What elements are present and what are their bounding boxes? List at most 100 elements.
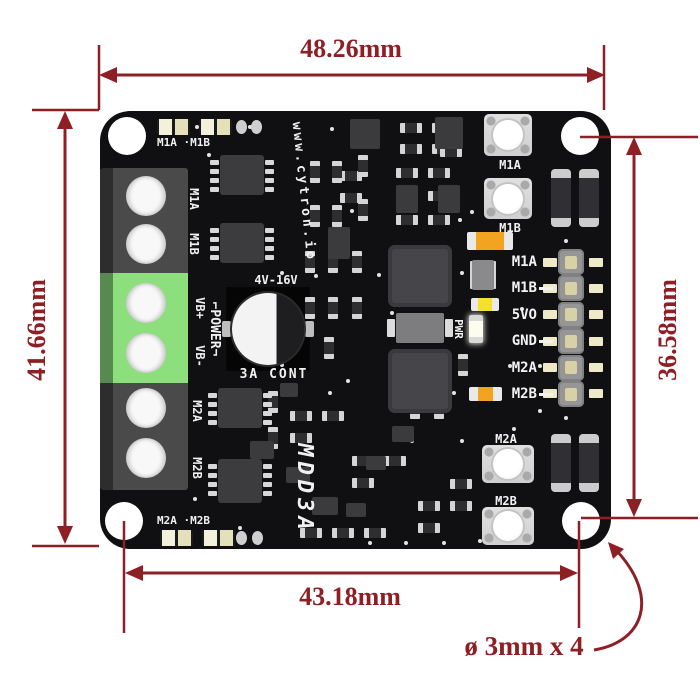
smd-chip — [250, 441, 274, 459]
smd-chip — [435, 117, 463, 149]
dim-hole-spacing-horizontal: 43.18mm — [299, 582, 401, 611]
smd-resistor — [358, 199, 368, 221]
smd-resistor — [332, 161, 342, 183]
smd-resistor — [268, 427, 278, 449]
smd-resistor — [340, 193, 362, 203]
qfn-pad — [208, 473, 217, 478]
qfn-pad — [265, 228, 274, 233]
header-pin-5vo — [558, 301, 584, 328]
via-pad — [248, 125, 252, 129]
silk-button-m1a: M1A — [499, 158, 521, 172]
test-button-m2b — [482, 507, 534, 545]
qfn-pad — [265, 169, 274, 174]
button-cap — [493, 449, 523, 479]
qfn-pad — [210, 246, 219, 251]
solder-pad — [236, 120, 247, 134]
silk-model-name: MDD3A — [292, 443, 317, 535]
silk-m2b-terminal: M2B — [190, 457, 204, 479]
transistor — [551, 169, 571, 227]
silk-website: www.cytron.io — [288, 121, 319, 263]
via-pad — [368, 541, 372, 545]
smd-chip — [366, 456, 386, 470]
header-indicator-led — [589, 310, 603, 319]
smd-resistor — [300, 528, 322, 538]
silk-bottom-led-labels: M2A ·M2B — [157, 514, 210, 527]
header-pin-hole — [565, 387, 577, 401]
header-indicator-led — [543, 363, 557, 372]
smd-resistor — [352, 478, 374, 488]
via-pad — [238, 526, 242, 530]
via-pad — [328, 391, 332, 395]
silk-m1a-terminal: M1A — [187, 188, 201, 210]
header-pin-label-5vo: 5VO — [511, 306, 537, 323]
header-indicator-led — [543, 258, 557, 267]
smd-resistor — [310, 205, 320, 227]
via-pad — [377, 273, 381, 277]
smd-resistor — [328, 297, 338, 319]
terminal-screw-4 — [126, 333, 166, 373]
header-indicator-led — [589, 337, 603, 346]
dim-hole-spacing-vertical: 36.58mm — [653, 279, 682, 381]
header-pin-hole — [565, 361, 577, 375]
via-pad — [460, 271, 464, 275]
led-power-white — [469, 315, 483, 343]
smd-resistor — [305, 251, 315, 273]
via-pad — [512, 427, 516, 431]
smd-resistor — [358, 155, 368, 177]
smd-resistor — [450, 501, 472, 511]
header-pin-label-m2a: M2A — [511, 359, 537, 376]
capacitor-lead — [305, 321, 314, 337]
transistor — [579, 434, 599, 492]
via-pad — [520, 307, 524, 311]
screw-terminal-block — [100, 168, 188, 490]
via-pad — [478, 539, 482, 543]
via-pad — [390, 311, 394, 315]
qfn-pad — [208, 482, 217, 487]
qfn-pad — [265, 255, 274, 260]
qfn-pad — [263, 491, 272, 496]
header-pin-hole — [565, 281, 577, 295]
smd-chip — [312, 497, 338, 515]
header-pin-m2b — [558, 381, 584, 407]
header-pin-hole — [565, 255, 577, 269]
silk-button-m1b: M1B — [499, 221, 521, 235]
header-pin-m1b — [558, 275, 584, 302]
via-pad — [314, 274, 318, 278]
silk-vb-minus: VB- — [193, 345, 207, 367]
qfn-pad — [265, 178, 274, 183]
qfn-pad — [210, 255, 219, 260]
smd-chip — [392, 426, 414, 442]
qfn-pad — [208, 464, 217, 469]
via-pad — [452, 391, 456, 395]
header-indicator-led — [543, 310, 557, 319]
regulator-ic — [387, 313, 453, 343]
smd-resistor — [418, 523, 440, 533]
smd-resistor — [324, 337, 334, 359]
header-indicator-led — [589, 363, 603, 372]
silk-vb-plus: VB+ — [193, 297, 207, 319]
button-cap — [493, 511, 523, 541]
qfn-pad — [210, 169, 219, 174]
smd-chip — [346, 503, 366, 517]
via-pad — [330, 127, 334, 131]
smd-resistor — [332, 205, 342, 227]
via-pad — [442, 541, 446, 545]
header-pin-gnd — [558, 328, 584, 355]
mosfet-ic — [210, 223, 274, 263]
qfn-pad — [210, 237, 219, 242]
qfn-pad — [210, 187, 219, 192]
header-pin-hole — [565, 308, 577, 322]
smd-resistor — [400, 144, 422, 154]
qfn-pad — [210, 178, 219, 183]
led-m1a-indicator — [157, 119, 190, 135]
via-pad — [207, 153, 211, 157]
terminal-block-edge — [100, 168, 113, 490]
via-pad — [538, 409, 542, 413]
inductor — [388, 245, 452, 307]
smd-resistor — [384, 456, 406, 466]
qfn-pad — [263, 464, 272, 469]
inductor — [388, 349, 452, 413]
test-button-m2a — [482, 445, 534, 483]
silk-button-m2a: M2A — [495, 432, 517, 446]
